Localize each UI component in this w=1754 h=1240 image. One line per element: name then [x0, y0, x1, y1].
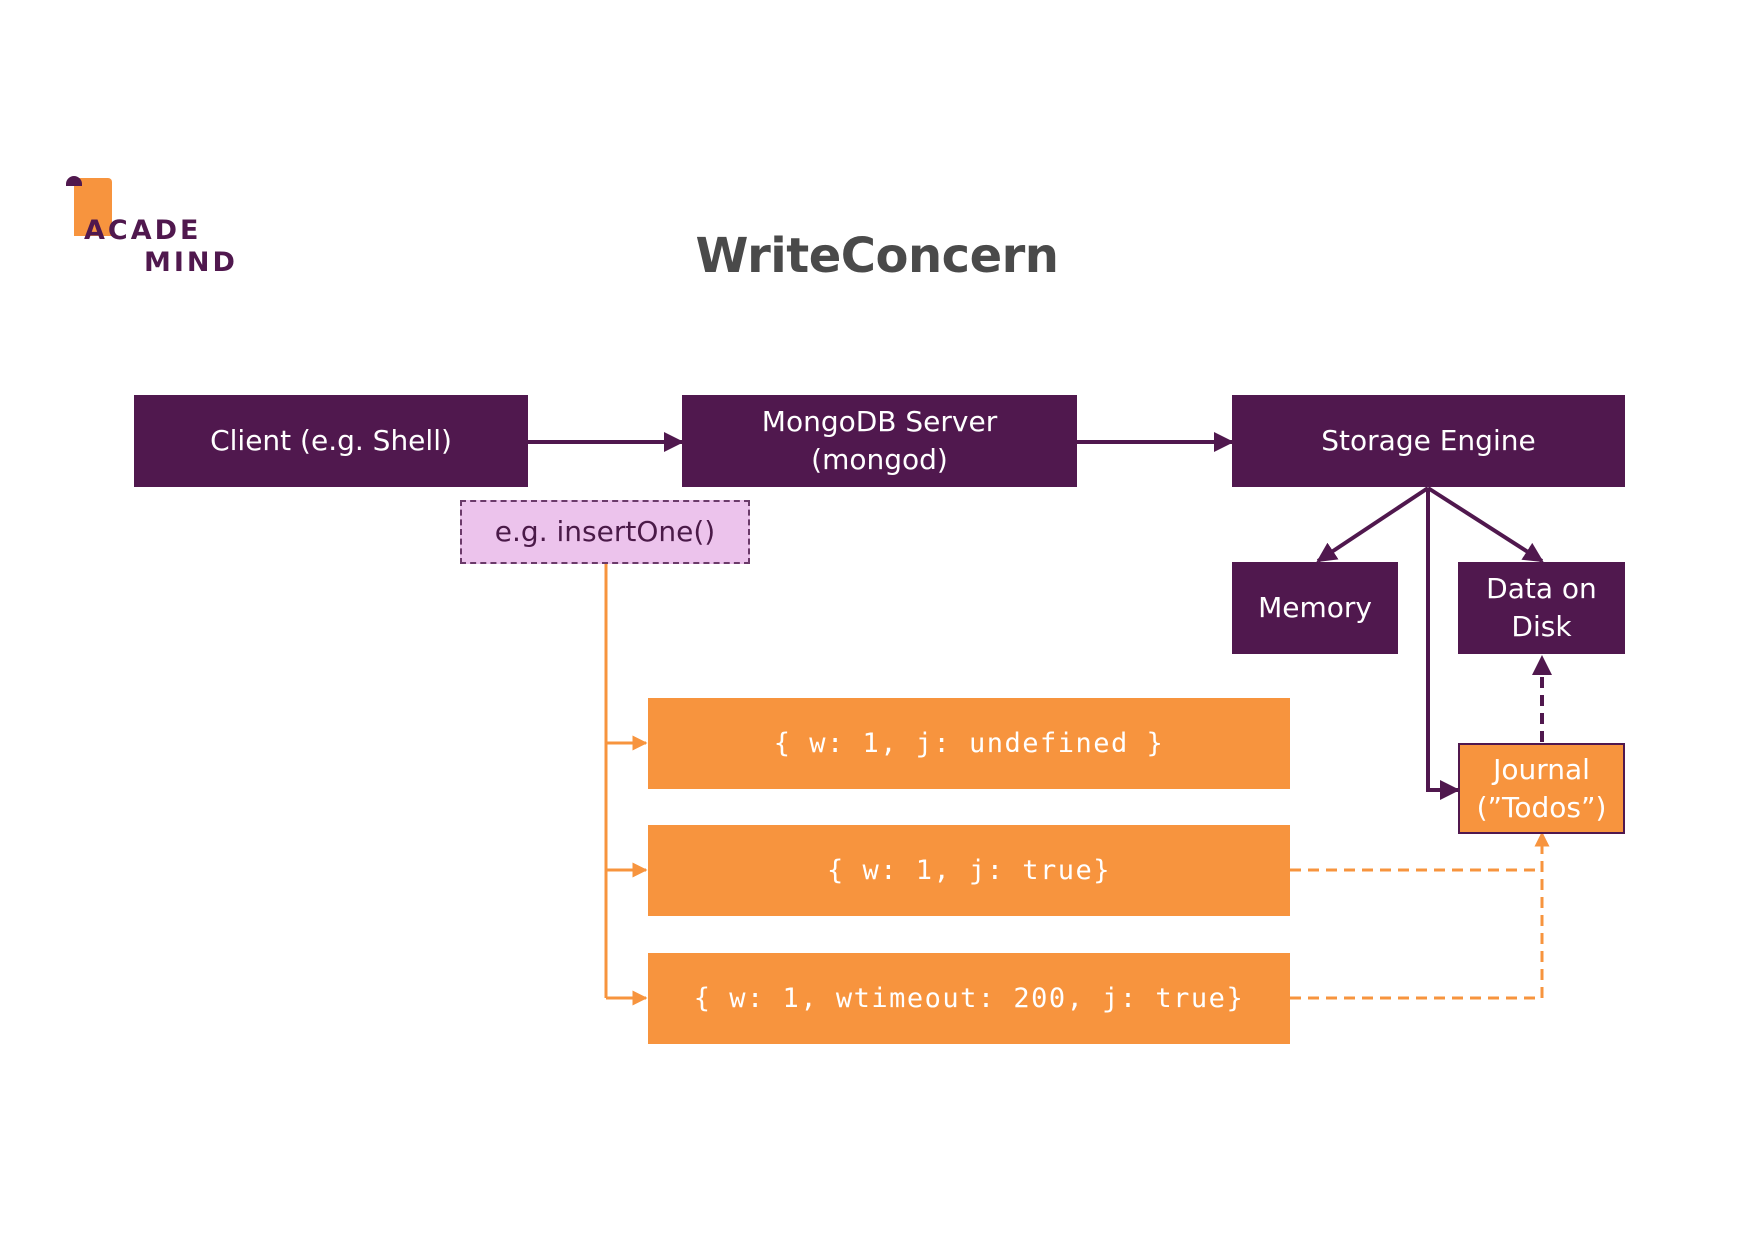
write-concern-2: { w: 1, j: true} — [648, 825, 1290, 916]
logo-line-2: MIND — [144, 247, 238, 278]
node-client: Client (e.g. Shell) — [134, 395, 528, 487]
dashed-concern-3-to-journal — [1290, 831, 1550, 1000]
node-data-on-disk: Data on Disk — [1458, 562, 1625, 654]
academind-logo: ACADE MIND — [62, 172, 252, 282]
logo-line-1: ACADE — [84, 215, 202, 246]
node-operation: e.g. insertOne() — [460, 500, 750, 564]
write-concern-1: { w: 1, j: undefined } — [648, 698, 1290, 789]
node-mongodb-server: MongoDB Server (mongod) — [682, 395, 1077, 487]
arrow-storage-to-journal — [1426, 488, 1460, 800]
node-memory: Memory — [1232, 562, 1398, 654]
page-title: WriteConcern — [695, 228, 1059, 284]
bookmark-icon — [74, 178, 112, 236]
arrow-storage-to-memory — [1316, 486, 1430, 563]
arrow-storage-to-disk — [1426, 486, 1544, 563]
write-concern-3: { w: 1, wtimeout: 200, j: true} — [648, 953, 1290, 1044]
node-journal: Journal (”Todos”) — [1458, 743, 1625, 834]
node-storage-engine: Storage Engine — [1232, 395, 1625, 487]
